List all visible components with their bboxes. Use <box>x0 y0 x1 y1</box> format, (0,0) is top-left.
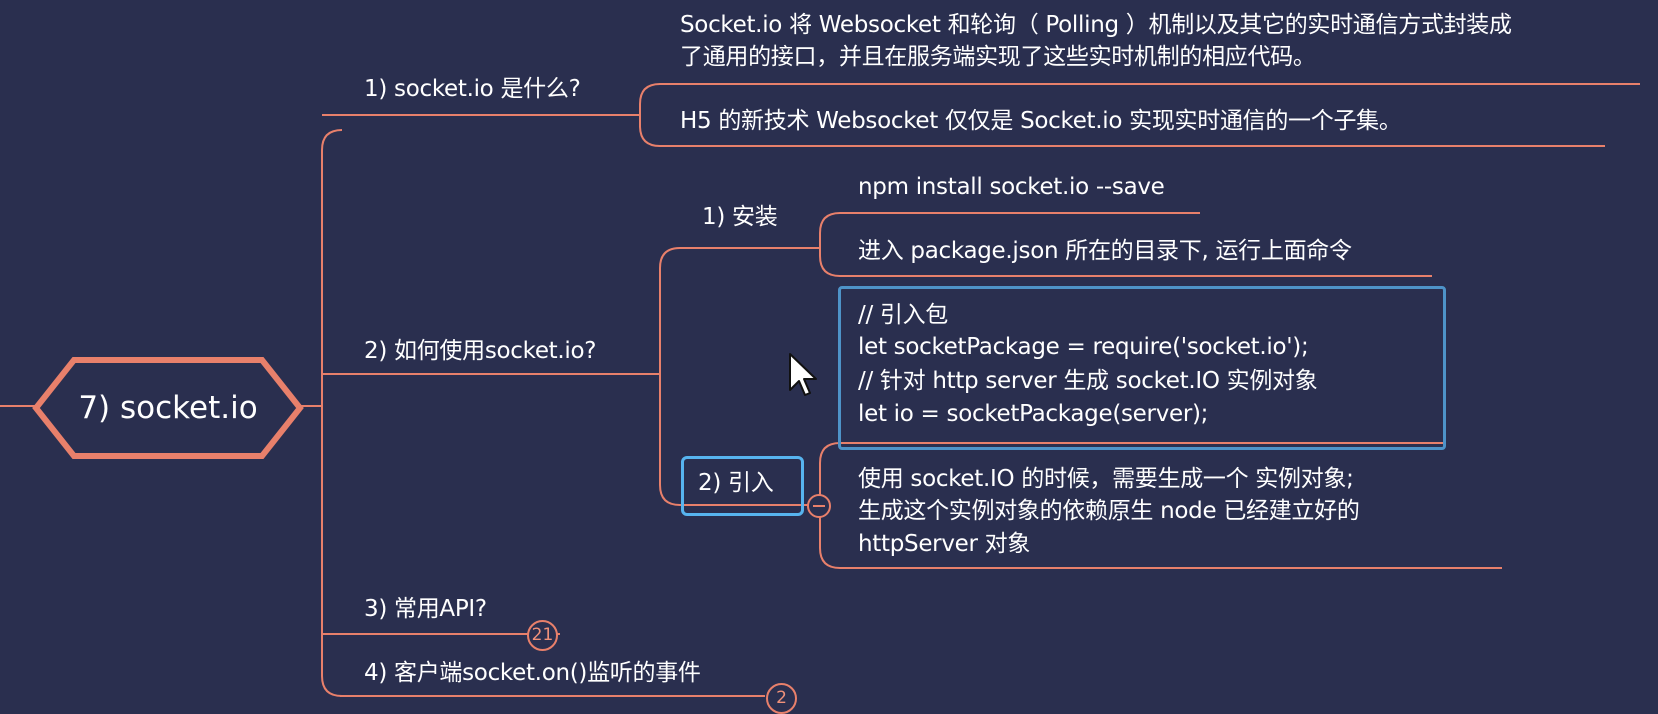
import-note-line-3[interactable]: httpServer 对象 <box>858 531 1031 557</box>
code-line-4: let io = socketPackage(server); <box>858 401 1209 427</box>
import-note-line-1[interactable]: 使用 socket.IO 的时候，需要生成一个 实例对象; <box>858 466 1354 492</box>
branch-4-label[interactable]: 4) 客户端socket.on()监听的事件 <box>364 660 701 686</box>
branch-1-child-1-line-1[interactable]: Socket.io 将 Websocket 和轮询（ Polling ）机制以及… <box>680 12 1512 38</box>
code-line-3: // 针对 http server 生成 socket.IO 实例对象 <box>858 368 1318 394</box>
import-node-selected[interactable] <box>681 456 804 516</box>
import-note-line-2[interactable]: 生成这个实例对象的依赖原生 node 已经建立好的 <box>858 498 1360 524</box>
branch-3-label[interactable]: 3) 常用API? <box>364 596 487 622</box>
install-command[interactable]: npm install socket.io --save <box>858 174 1165 200</box>
branch-1-child-2[interactable]: H5 的新技术 Websocket 仅仅是 Socket.io 实现实时通信的一… <box>680 108 1402 134</box>
root-node-label[interactable]: 7) socket.io <box>78 390 258 426</box>
branch-2-label[interactable]: 2) 如何使用socket.io? <box>364 338 597 364</box>
branch-1-label[interactable]: 1) socket.io 是什么? <box>364 76 581 102</box>
code-line-1: // 引入包 <box>858 302 949 328</box>
import-label: 2) 引入 <box>698 470 774 496</box>
install-label[interactable]: 1) 安装 <box>702 204 778 230</box>
branch-4-count-badge[interactable]: 2 <box>766 683 797 714</box>
branch-3-count-badge[interactable]: 21 <box>527 620 558 651</box>
branch-1-child-1-line-2[interactable]: 了通用的接口，并且在服务端实现了这些实时机制的相应代码。 <box>680 44 1316 70</box>
install-children-line <box>819 212 1432 277</box>
branch1-line <box>322 83 1640 147</box>
mouse-cursor-icon <box>789 353 817 396</box>
install-note[interactable]: 进入 package.json 所在的目录下, 运行上面命令 <box>858 238 1352 264</box>
code-box[interactable] <box>838 286 1446 450</box>
collapse-icon[interactable] <box>807 494 831 518</box>
root-hexagon <box>32 357 304 459</box>
code-line-2: let socketPackage = require('socket.io')… <box>858 334 1309 360</box>
branch2-line <box>659 247 820 506</box>
root-spine <box>300 129 660 697</box>
